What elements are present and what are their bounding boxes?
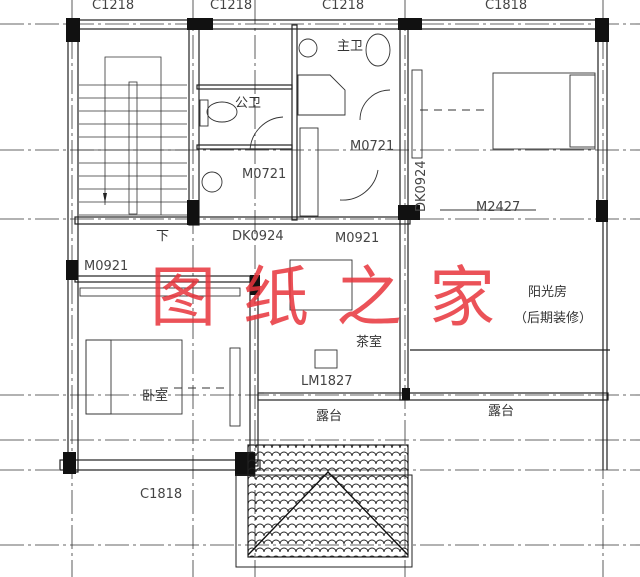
window-label: C1218: [210, 0, 252, 13]
basin-icon: [201, 171, 223, 193]
basin-icon: [298, 38, 318, 58]
room-label: 主卫: [337, 39, 363, 54]
room-label: 露台: [488, 404, 514, 419]
window-label: C1818: [140, 487, 182, 502]
door-label: M0921: [335, 231, 379, 246]
room-label: 阳光房: [528, 284, 567, 300]
columns: [63, 18, 609, 476]
door-label: LM1827: [301, 374, 353, 389]
door-label: M2427: [476, 200, 520, 215]
toilet-icon: [206, 101, 238, 123]
room-label: 茶室: [356, 334, 382, 350]
stair-arrow-icon: [103, 193, 107, 203]
door-label: DK0924: [414, 160, 429, 212]
wardrobe-icon: [299, 127, 319, 217]
door-swing: [359, 89, 391, 121]
door-label: M0721: [242, 167, 286, 182]
walls: [59, 19, 610, 473]
window-label: C1818: [485, 0, 527, 13]
staircase: [79, 56, 187, 216]
toilet-icon: [365, 33, 391, 67]
room-label: （后期装修）: [514, 311, 592, 326]
room-label: 下: [156, 229, 169, 244]
door-swing: [249, 116, 284, 151]
tea-table-icon: [289, 259, 353, 311]
door-label: M0721: [350, 139, 394, 154]
shower-tray-icon: [297, 74, 346, 116]
room-label: 公卫: [235, 96, 261, 111]
window-label: C1218: [322, 0, 364, 13]
door-swing: [339, 169, 379, 201]
roof-tiles: [235, 444, 413, 568]
wardrobe-icon: [79, 287, 241, 297]
door-label: DK0924: [232, 229, 284, 244]
room-label: 露台: [316, 409, 342, 424]
fixtures: [79, 33, 596, 427]
room-label: 卧室: [142, 388, 168, 404]
door-label: M0921: [84, 259, 128, 274]
window-label: C1218: [92, 0, 134, 13]
watermark: 图纸之家: [150, 259, 495, 336]
bed-right-icon: [492, 72, 596, 150]
